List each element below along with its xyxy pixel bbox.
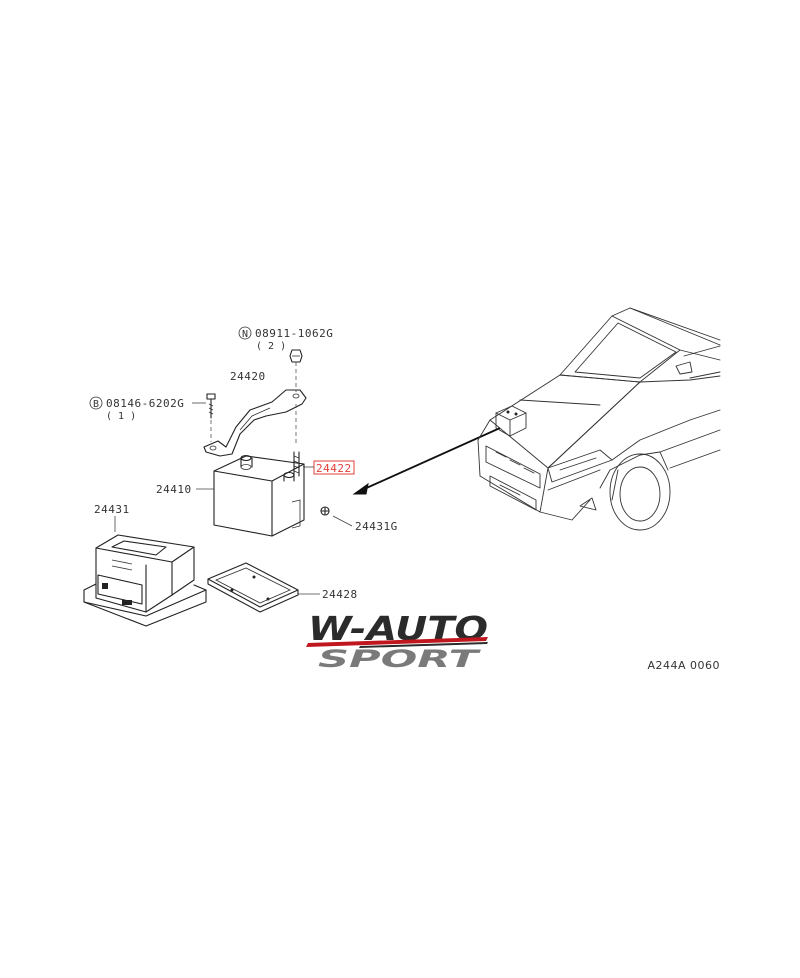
label-cover: 24431 (94, 503, 130, 516)
tray-drawing (207, 562, 299, 613)
car-drawing (477, 307, 721, 531)
label-rod-highlight: 24422 (303, 460, 355, 475)
logo-dark-stripe (359, 642, 488, 648)
cover-drawing (83, 534, 207, 627)
battery-drawing (213, 454, 305, 537)
label-rod: 24422 (316, 462, 352, 475)
nut-symbol-circle (238, 326, 252, 340)
clip-leader (332, 515, 353, 527)
label-bracket: 24420 (230, 370, 266, 383)
rod-drawing (293, 404, 300, 477)
bolt-drawing (206, 393, 216, 419)
w-auto-sport-logo: W-AUTO SPORT (306, 609, 488, 673)
bolt-callout: B 08146-6202G ( 1 ) (89, 396, 206, 422)
logo-accent-stripe (306, 637, 488, 647)
nut-symbol: N (242, 329, 248, 340)
bracket-drawing (203, 389, 307, 457)
highlight-box (313, 460, 355, 475)
location-arrow (352, 427, 501, 495)
bolt-quantity: ( 1 ) (106, 411, 136, 422)
label-battery: 24410 (156, 483, 192, 496)
nut-callout: N 08911-1062G ( 2 ) (238, 326, 333, 352)
nut-quantity: ( 2 ) (256, 341, 286, 352)
label-tray: 24428 (322, 588, 358, 601)
nut-part-number: 08911-1062G (255, 327, 333, 340)
logo-line-2: SPORT (318, 645, 481, 673)
nut-drawing (289, 349, 303, 363)
diagram-reference: A244A 0060 (647, 659, 720, 672)
bolt-symbol-circle (89, 396, 103, 410)
label-clip: 24431G (355, 520, 398, 533)
bolt-part-number: 08146-6202G (106, 397, 184, 410)
bolt-symbol: B (93, 399, 99, 410)
clip-drawing (320, 506, 330, 516)
